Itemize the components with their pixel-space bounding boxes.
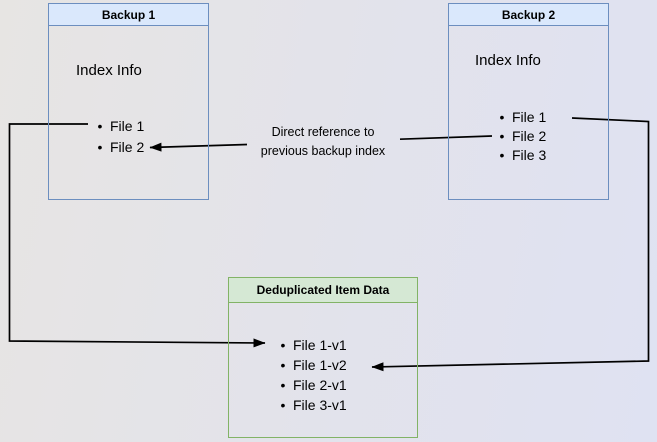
- list-item: • File 1-v1: [279, 335, 347, 355]
- list-item: • File 2-v1: [279, 375, 347, 395]
- dedup-file-list: • File 1-v1 • File 1-v2 • File 2-v1 • Fi…: [279, 335, 347, 415]
- backup2-title: Backup 2: [449, 4, 608, 26]
- dedup-node: Deduplicated Item Data: [228, 277, 418, 438]
- list-item-label: File 2: [512, 127, 547, 144]
- backup2-file-list: • File 1 • File 2 • File 3: [498, 107, 547, 164]
- bullet-icon: •: [97, 117, 103, 134]
- list-item: • File 2: [498, 126, 547, 145]
- bullet-icon: •: [97, 138, 103, 155]
- list-item: • File 3: [498, 145, 547, 164]
- backup2-index-info-label: Index Info: [475, 52, 541, 69]
- bullet-icon: •: [499, 146, 505, 163]
- list-item-label: File 3-v1: [293, 397, 347, 413]
- reference-edge-label-line2: previous backup index: [260, 144, 386, 158]
- list-item-label: File 1-v1: [293, 337, 347, 353]
- list-item: • File 1: [96, 115, 145, 136]
- bullet-icon: •: [499, 127, 505, 144]
- list-item: • File 1-v2: [279, 355, 347, 375]
- list-item-label: File 2: [110, 138, 145, 155]
- backup2-node: Backup 2: [448, 3, 609, 200]
- list-item-label: File 3: [512, 146, 547, 163]
- reference-edge-label-line1: Direct reference to: [271, 125, 375, 139]
- bullet-icon: •: [280, 397, 286, 413]
- backup1-file-list: • File 1 • File 2: [96, 115, 145, 157]
- list-item: • File 1: [498, 107, 547, 126]
- dedup-title: Deduplicated Item Data: [229, 278, 417, 303]
- list-item-label: File 2-v1: [293, 377, 347, 393]
- backup1-node: Backup 1: [48, 3, 209, 200]
- backup1-index-info-label: Index Info: [76, 62, 142, 79]
- list-item: • File 2: [96, 136, 145, 157]
- list-item-label: File 1: [512, 108, 547, 125]
- bullet-icon: •: [280, 357, 286, 373]
- reference-edge-label: Direct reference to previous backup inde…: [233, 123, 413, 161]
- list-item: • File 3-v1: [279, 395, 347, 415]
- backup1-title: Backup 1: [49, 4, 208, 26]
- list-item-label: File 1: [110, 117, 145, 134]
- bullet-icon: •: [280, 377, 286, 393]
- bullet-icon: •: [280, 337, 286, 353]
- list-item-label: File 1-v2: [293, 357, 347, 373]
- bullet-icon: •: [499, 108, 505, 125]
